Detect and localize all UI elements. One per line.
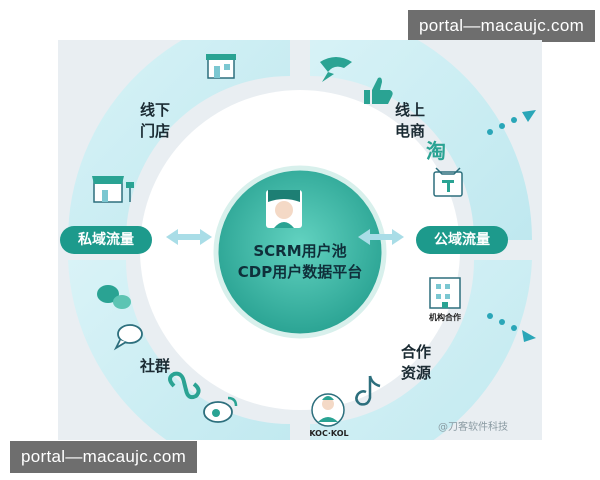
tmall-icon xyxy=(433,167,463,197)
koc-kol-label: KOC·KOL xyxy=(309,429,349,438)
weibo-icon xyxy=(203,396,238,423)
tiktok-icon xyxy=(355,375,381,406)
taobao-icon: 淘 xyxy=(426,139,446,163)
watermark-top: portal—macaujc.com xyxy=(408,10,596,42)
wechat-icon xyxy=(97,285,131,309)
center-subtitle: CDP用户数据平台 xyxy=(237,263,363,281)
offline-line1: 线下 xyxy=(140,101,171,119)
public-traffic-pill: 公域流量 xyxy=(416,226,508,254)
offline-line2: 门店 xyxy=(140,122,171,140)
center-circle xyxy=(213,165,387,339)
online-line1: 线上 xyxy=(395,101,426,119)
partner-line2: 资源 xyxy=(401,364,432,382)
segment-label-online: 线上 电商 xyxy=(395,100,425,142)
institution-building-icon xyxy=(429,277,461,309)
store-icon xyxy=(206,54,236,79)
storefront-icon xyxy=(92,176,134,203)
user-avatar-icon xyxy=(266,190,302,228)
koc-person-icon xyxy=(311,393,345,427)
private-traffic-pill: 私域流量 xyxy=(60,226,152,254)
dotted-arrow-upper-icon xyxy=(487,110,536,135)
community-line1: 社群 xyxy=(140,357,171,375)
segment-label-partner: 合作 资源 xyxy=(401,342,431,384)
thumbs-up-icon xyxy=(364,77,393,104)
bird-icon xyxy=(320,57,352,82)
double-arrow-right-icon xyxy=(358,229,404,245)
online-line2: 电商 xyxy=(395,122,426,140)
source-credit: @刀客软件科技 xyxy=(438,422,508,433)
arc-offline xyxy=(67,40,290,240)
diagram-graphics: 淘 xyxy=(67,40,536,440)
watermark-bottom: portal—macaujc.com xyxy=(10,441,198,473)
dotted-arrow-lower-icon xyxy=(487,313,536,342)
institution-label: 机构合作 xyxy=(429,313,461,322)
chat-bubble-icon xyxy=(113,324,143,351)
segment-label-offline: 线下 门店 xyxy=(140,100,170,142)
diagram-panel: 淘 xyxy=(58,40,542,440)
center-title: SCRM用户池 xyxy=(253,242,347,260)
arc-online xyxy=(310,40,533,240)
svg-text:淘: 淘 xyxy=(426,139,446,163)
arc-partner xyxy=(310,260,532,440)
loop-icon xyxy=(168,371,201,400)
partner-line1: 合作 xyxy=(401,343,432,361)
segment-label-community: 社群 xyxy=(140,356,170,377)
double-arrow-left-icon xyxy=(166,229,212,245)
